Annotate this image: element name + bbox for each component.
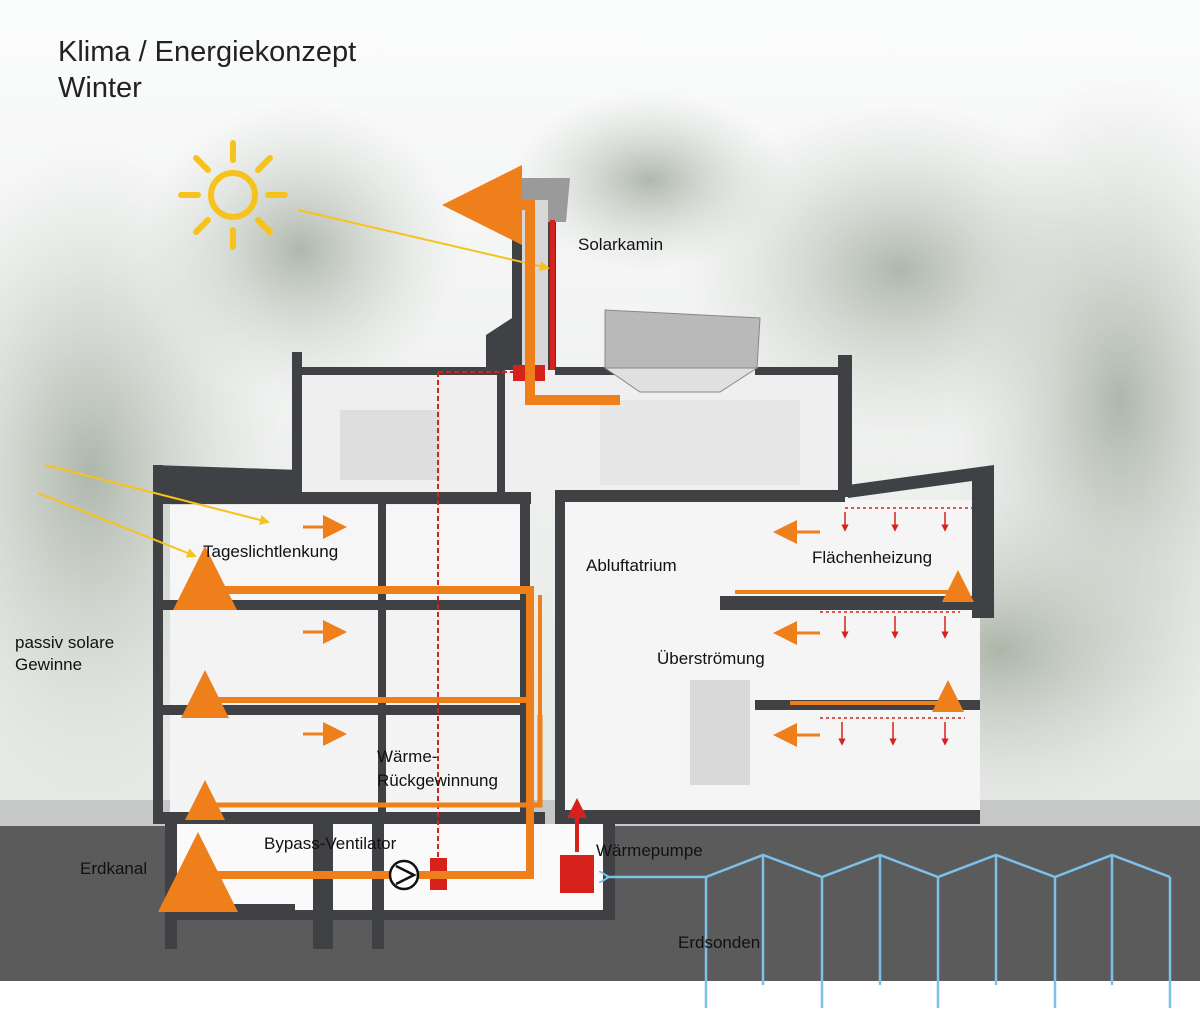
- heat-pump-unit: [560, 855, 594, 893]
- label-solarkamin: Solarkamin: [578, 235, 664, 254]
- fan-icon: [388, 859, 420, 891]
- diagram-subtitle: Winter: [58, 72, 142, 104]
- label-passiv-line1: passiv solare: [15, 633, 115, 652]
- label-passiv-line2: Gewinne: [15, 655, 83, 674]
- label-flaechenheizung: Flächenheizung: [812, 548, 933, 567]
- solar-rays: [37, 209, 550, 558]
- sun-icon: [178, 140, 288, 250]
- diagram-title: Klima / Energiekonzept: [58, 36, 357, 68]
- label-erdkanal: Erdkanal: [80, 859, 148, 878]
- label-erdsonden: Erdsonden: [678, 933, 761, 952]
- label-abluftatrium: Abluftatrium: [586, 556, 677, 575]
- label-waerme-line2: Rückgewinnung: [377, 771, 498, 790]
- label-tageslichtlenkung: Tageslichtlenkung: [203, 542, 339, 561]
- ground-bottom-margin: [0, 981, 1200, 1011]
- label-waerme-line1: Wärme-: [377, 747, 438, 766]
- ground-probes: [606, 853, 1172, 1008]
- label-waermepumpe: Wärmepumpe: [596, 841, 703, 860]
- radiant-heating-arrows: [820, 507, 972, 746]
- roof-skylight: [603, 309, 761, 393]
- solar-absorber-strip: [550, 220, 555, 370]
- label-ueberstroemung: Überströmung: [657, 649, 765, 668]
- airflow-paths: [158, 165, 974, 912]
- label-bypass-ventilator: Bypass-Ventilator: [264, 834, 397, 853]
